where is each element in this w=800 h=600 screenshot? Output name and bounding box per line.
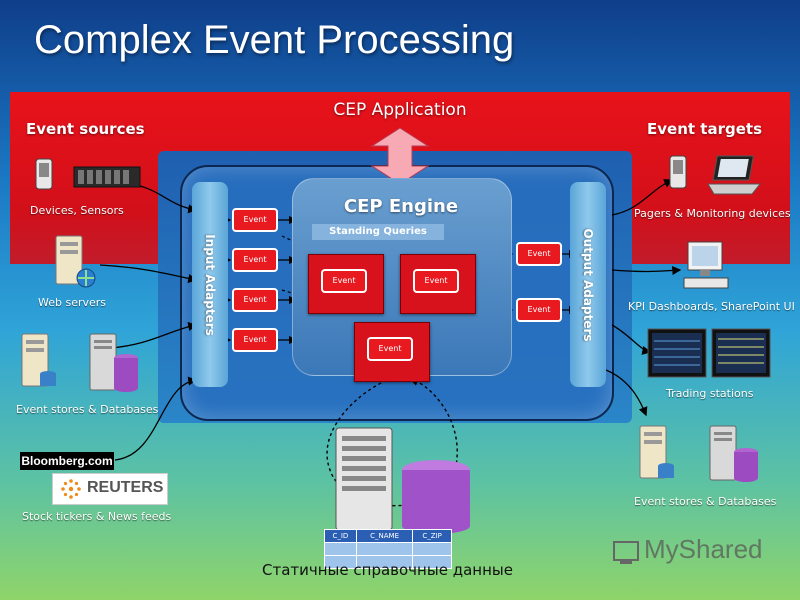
myshared-logo-icon bbox=[613, 541, 639, 564]
event-targets-label: Event targets bbox=[647, 120, 762, 138]
table-cell bbox=[355, 542, 414, 556]
event-stores-databases-icon-left bbox=[21, 333, 138, 392]
reuters-text: REUTERS bbox=[87, 479, 164, 496]
query-event-2: Event bbox=[413, 269, 459, 293]
query-box-3: Event bbox=[354, 322, 430, 382]
static-reference-data-caption: Статичные справочные данные bbox=[262, 561, 513, 579]
input-event-1: Event bbox=[232, 208, 278, 232]
trading-stations-caption: Trading stations bbox=[666, 387, 754, 400]
web-servers-caption: Web servers bbox=[38, 296, 107, 309]
output-event-1: Event bbox=[516, 242, 562, 266]
pagers-caption: Pagers & Monitoring devices bbox=[634, 207, 791, 220]
stock-tickers-caption: Stock tickers & News feeds bbox=[22, 510, 172, 523]
table-cell bbox=[412, 555, 452, 569]
bidirectional-arrow bbox=[370, 127, 430, 185]
table-cell bbox=[412, 542, 452, 556]
myshared-watermark: MyShared bbox=[644, 534, 763, 564]
output-adapters: Output Adapters bbox=[570, 182, 606, 387]
reuters-dots-icon bbox=[61, 479, 81, 499]
table-header-c-name: C_NAME bbox=[355, 529, 414, 543]
output-adapters-label: Output Adapters bbox=[581, 227, 595, 342]
table-cell bbox=[355, 555, 414, 569]
pager-laptop-icon bbox=[669, 155, 762, 195]
table-header-c-id: C_ID bbox=[324, 529, 357, 543]
page-title: Complex Event Processing bbox=[34, 18, 515, 62]
standing-queries-label: Standing Queries bbox=[312, 224, 444, 240]
trading-stations-icon bbox=[647, 328, 771, 378]
devices-sensors-icon bbox=[35, 158, 141, 190]
devices-sensors-caption: Devices, Sensors bbox=[30, 204, 124, 217]
web-server-icon bbox=[55, 235, 96, 288]
bloomberg-logo: Bloomberg.com bbox=[20, 452, 114, 470]
table-cell bbox=[324, 542, 357, 556]
query-box-1: Event bbox=[308, 254, 384, 314]
kpi-caption: KPI Dashboards, SharePoint UI bbox=[628, 300, 795, 313]
input-event-3: Event bbox=[232, 288, 278, 312]
cep-engine-label: CEP Engine bbox=[343, 196, 459, 217]
reference-table: C_ID C_NAME C_ZIP bbox=[324, 529, 452, 569]
event-sources-label: Event sources bbox=[26, 120, 145, 138]
table-header-c-zip: C_ZIP bbox=[412, 529, 452, 543]
reference-database-icon bbox=[335, 427, 470, 534]
event-stores-databases-icon-right bbox=[639, 425, 758, 482]
input-adapters: Input Adapters bbox=[192, 182, 228, 387]
input-event-4: Event bbox=[232, 328, 278, 352]
input-event-2: Event bbox=[232, 248, 278, 272]
kpi-dashboard-computer-icon bbox=[683, 241, 729, 289]
reuters-logo: REUTERS bbox=[52, 473, 168, 505]
query-box-2: Event bbox=[400, 254, 476, 314]
input-adapters-label: Input Adapters bbox=[203, 233, 217, 336]
event-stores-caption-right: Event stores & Databases bbox=[634, 495, 777, 508]
query-event-1: Event bbox=[321, 269, 367, 293]
cep-application-label: CEP Application bbox=[333, 100, 467, 120]
query-event-3: Event bbox=[367, 337, 413, 361]
output-event-2: Event bbox=[516, 298, 562, 322]
table-cell bbox=[324, 555, 357, 569]
event-stores-caption-left: Event stores & Databases bbox=[16, 403, 159, 416]
